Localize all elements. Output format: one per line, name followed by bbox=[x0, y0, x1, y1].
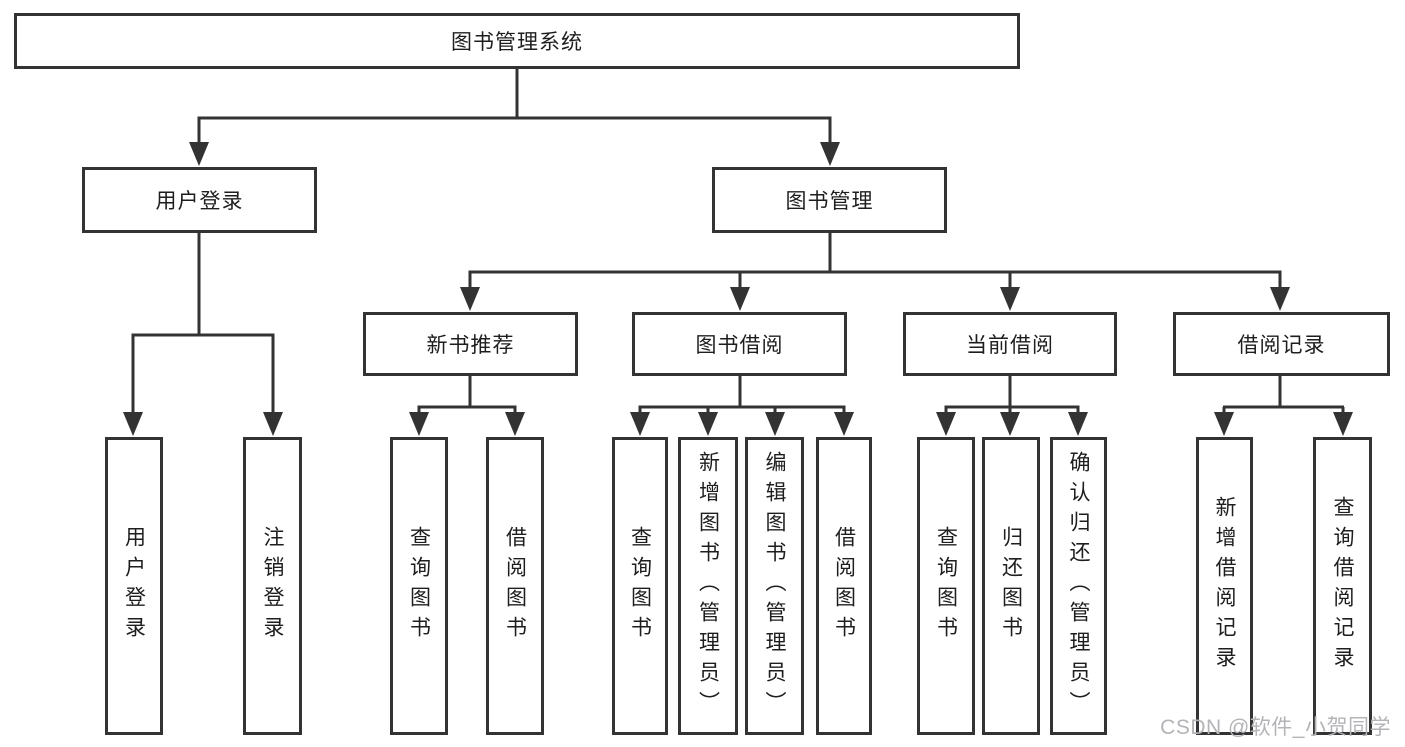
leaf-query-borrow-record-label: 查询借阅记录 bbox=[1331, 496, 1354, 676]
leaf-query-book-current-label: 查询图书 bbox=[934, 526, 958, 646]
leaf-query-book-newrec-label: 查询图书 bbox=[407, 526, 431, 646]
leaf-return-book: 归还图书 bbox=[982, 437, 1040, 735]
arrowhead-book-borrow bbox=[730, 287, 750, 311]
connector-current-to-leaves bbox=[944, 376, 1080, 414]
arrowhead-leaf-add-record bbox=[1214, 412, 1234, 436]
connector-root-to-level2 bbox=[197, 69, 832, 144]
node-new-book-recommendation: 新书推荐 bbox=[363, 312, 578, 376]
node-root-label: 图书管理系统 bbox=[451, 31, 583, 54]
node-user-login: 用户登录 bbox=[82, 167, 317, 233]
arrowhead-borrow-records bbox=[1270, 287, 1290, 311]
node-book-management: 图书管理 bbox=[712, 167, 947, 233]
leaf-confirm-return-admin-label: 确认归还（管理员） bbox=[1067, 451, 1090, 721]
arrowhead-leaf-edit-book bbox=[765, 412, 785, 436]
arrowhead-user-login bbox=[189, 142, 209, 166]
leaf-borrow-book-borrow: 借阅图书 bbox=[816, 437, 872, 735]
arrowhead-book-mgmt bbox=[820, 142, 840, 166]
leaf-edit-book-admin: 编辑图书（管理员） bbox=[745, 437, 804, 735]
leaf-add-book-admin-label: 新增图书（管理员） bbox=[696, 451, 720, 721]
arrowhead-leaf-logout bbox=[263, 412, 283, 436]
arrowhead-leaf-confirm-return bbox=[1068, 412, 1088, 436]
leaf-add-borrow-record: 新增借阅记录 bbox=[1196, 437, 1253, 735]
leaf-borrow-book-borrow-label: 借阅图书 bbox=[832, 526, 856, 646]
node-borrowing-records-label: 借阅记录 bbox=[1237, 334, 1326, 357]
leaf-return-book-label: 归还图书 bbox=[999, 526, 1023, 646]
leaf-query-book-current: 查询图书 bbox=[917, 437, 975, 735]
arrowhead-leaf-user-login bbox=[123, 412, 143, 436]
arrowhead-leaf-query-record bbox=[1333, 412, 1353, 436]
leaf-confirm-return-admin: 确认归还（管理员） bbox=[1050, 437, 1107, 735]
connector-userlogin-to-leaves bbox=[131, 233, 275, 414]
node-book-management-label: 图书管理 bbox=[785, 190, 874, 213]
node-new-book-label: 新书推荐 bbox=[426, 334, 515, 357]
arrowhead-leaf-return-book bbox=[1000, 412, 1020, 436]
arrowhead-new-book bbox=[460, 287, 480, 311]
leaf-query-borrow-record: 查询借阅记录 bbox=[1313, 437, 1372, 735]
watermark: CSDN @软件_小贺同学 bbox=[1160, 716, 1391, 739]
leaf-query-book-borrow: 查询图书 bbox=[612, 437, 668, 735]
leaf-add-borrow-record-label: 新增借阅记录 bbox=[1213, 496, 1236, 676]
leaf-logout: 注销登录 bbox=[243, 437, 302, 735]
node-book-borrowing-label: 图书借阅 bbox=[695, 334, 784, 357]
leaf-borrow-book-newrec: 借阅图书 bbox=[486, 437, 544, 735]
arrowhead-current-borrow bbox=[1000, 287, 1020, 311]
connector-borrow-to-leaves bbox=[638, 376, 846, 414]
node-current-borrowing: 当前借阅 bbox=[903, 312, 1117, 376]
node-user-login-label: 用户登录 bbox=[155, 190, 244, 213]
arrowhead-leaf-query-book-newrec bbox=[409, 412, 429, 436]
leaf-query-book-borrow-label: 查询图书 bbox=[628, 526, 652, 646]
arrowhead-leaf-borrow-book-newrec bbox=[505, 412, 525, 436]
leaf-borrow-book-newrec-label: 借阅图书 bbox=[503, 526, 527, 646]
leaf-logout-label: 注销登录 bbox=[261, 526, 284, 646]
leaf-user-login-label: 用户登录 bbox=[122, 526, 146, 646]
arrowhead-leaf-borrow-book-borrow bbox=[834, 412, 854, 436]
node-book-borrowing: 图书借阅 bbox=[632, 312, 847, 376]
arrowhead-leaf-query-book-borrow bbox=[630, 412, 650, 436]
node-borrowing-records: 借阅记录 bbox=[1173, 312, 1390, 376]
connector-bookmgmt-to-level3 bbox=[468, 233, 1282, 289]
node-root-library-system: 图书管理系统 bbox=[14, 13, 1020, 69]
leaf-add-book-admin: 新增图书（管理员） bbox=[678, 437, 738, 735]
arrowhead-leaf-add-book bbox=[698, 412, 718, 436]
leaf-query-book-newrec: 查询图书 bbox=[390, 437, 448, 735]
node-current-borrowing-label: 当前借阅 bbox=[966, 334, 1054, 357]
arrowhead-leaf-query-book-current bbox=[936, 412, 956, 436]
leaf-user-login: 用户登录 bbox=[105, 437, 163, 735]
leaf-edit-book-admin-label: 编辑图书（管理员） bbox=[763, 451, 786, 721]
connector-records-to-leaves bbox=[1222, 376, 1345, 414]
connector-newbook-to-leaves bbox=[417, 376, 517, 414]
